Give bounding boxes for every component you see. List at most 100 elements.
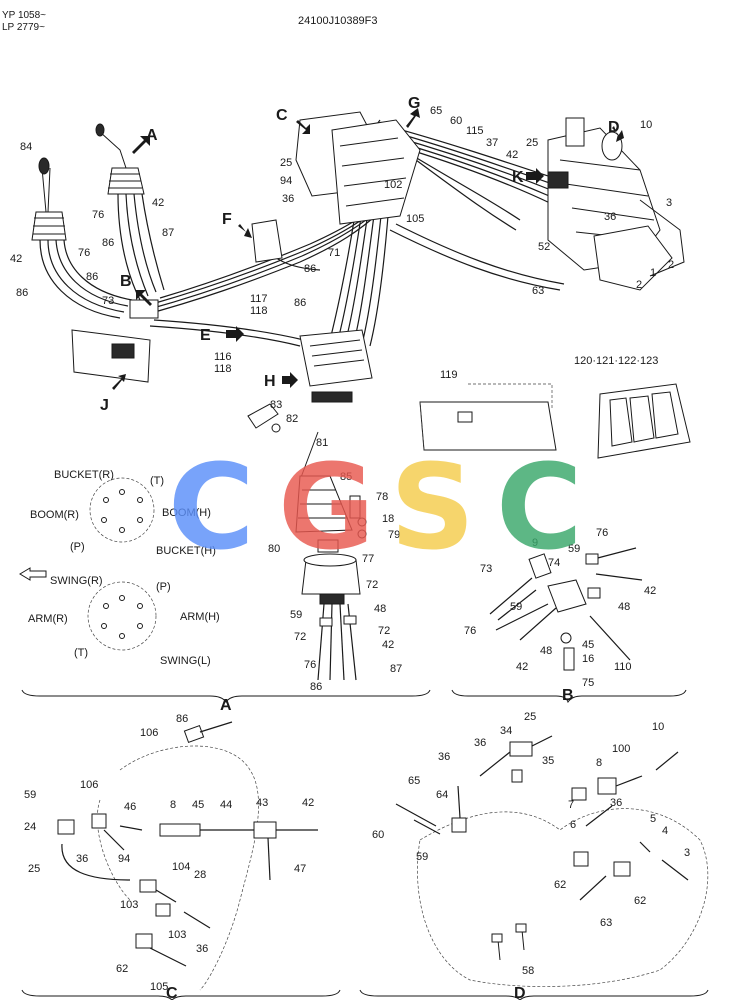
callout: 106 [140,727,158,739]
callout: 94 [280,175,292,187]
arrow-a-icon [132,136,150,154]
callout: 24 [24,821,36,833]
callout: 36 [474,737,486,749]
callout: 59 [24,789,36,801]
callout: 10 [640,119,652,131]
right-control-lever [95,123,145,195]
callout: 86 [102,237,114,249]
pattern-label: BOOM(H) [162,507,211,519]
view-label-a: A [146,127,158,144]
callout: 73 [480,563,492,575]
callout: 72 [366,579,378,591]
callout: 46 [124,801,136,813]
callout: 36 [282,193,294,205]
callout: 34 [500,725,512,737]
pattern-label: BOOM(R) [30,509,79,521]
callout: 1 [650,267,656,279]
left-control-lever [31,157,67,241]
view-label-c: C [276,107,288,124]
callout: 4 [662,825,668,837]
callout: 62 [116,963,128,975]
callout: 73 [102,295,114,307]
callout: 81 [316,437,328,449]
callout: 86 [294,297,306,309]
callout: 42 [152,197,164,209]
pattern-label: BUCKET(H) [156,545,216,557]
callout: 36 [610,797,622,809]
callout: 59 [416,851,428,863]
callout: 71 [328,247,340,259]
callout: 86 [86,271,98,283]
arrow-g-icon [406,108,420,128]
view-label-k: K [512,169,524,186]
callout: 42 [302,797,314,809]
callout: 78 [376,491,388,503]
callout: 76 [596,527,608,539]
arrow-f-icon [238,224,252,238]
callout: 76 [464,625,476,637]
callout: 48 [374,603,386,615]
callout: 44 [220,799,232,811]
callout: 64 [436,789,448,801]
callout: 10 [652,721,664,733]
callout: 58 [522,965,534,977]
callout: 45 [582,639,594,651]
callout: 105 [406,213,424,225]
callout: 25 [526,137,538,149]
lever-pattern-diagram: BUCKET(R) (T) BOOM(R) BOOM(H) (P) BUCKET… [19,469,220,667]
callout: 74 [548,557,560,569]
callout: 103 [168,929,186,941]
callout: 63 [600,917,612,929]
section-bracket-c [21,989,341,1000]
callout: 48 [540,645,552,657]
callout: 59 [568,543,580,555]
section-bracket-b [451,689,687,704]
callout: 5 [650,813,656,825]
callout: 117 [250,293,268,305]
callout: 42 [382,639,394,651]
callout: 72 [294,631,306,643]
callout: 2 [668,259,674,271]
callout: 2 [636,279,642,291]
callout: 62 [554,879,566,891]
pattern-label: ARM(R) [28,613,68,625]
callout: 60 [372,829,384,841]
callout: 86 [16,287,28,299]
callout: 72 [378,625,390,637]
arrow-j-icon [112,374,126,390]
callout: 82 [286,413,298,425]
callout: 36 [76,853,88,865]
view-label-d: D [608,119,620,136]
callout: 43 [256,797,268,809]
section-label-c: C [166,985,178,1000]
callout: 103 [120,899,138,911]
callout: 60 [450,115,462,127]
view-label-f: F [222,211,232,228]
callout: 76 [304,659,316,671]
main-assembly [31,111,691,459]
callout: 25 [28,863,40,875]
detail-b: 9 76 59 73 74 42 59 48 76 48 45 16 42 11… [464,527,656,689]
callout: 36 [604,211,616,223]
callout: 63 [532,285,544,297]
callout: 59 [290,609,302,621]
callout: 3 [666,197,672,209]
callout: 65 [430,105,442,117]
callout: 8 [596,757,602,769]
callout: 35 [542,755,554,767]
pattern-label: ARM(H) [180,611,220,623]
callout: 116 [214,351,232,363]
callout: 94 [118,853,130,865]
callout: 25 [524,711,536,723]
pattern-label: SWING(R) [50,575,103,587]
arrow-c-icon [296,120,310,134]
callout: 118 [250,305,268,317]
callout: 86 [176,713,188,725]
callout: 36 [196,943,208,955]
callout: 84 [20,141,32,153]
callout: 100 [612,743,630,755]
callout: 48 [618,601,630,613]
callout: 18 [382,513,394,525]
pattern-label: (P) [70,541,85,553]
callout: 42 [10,253,22,265]
